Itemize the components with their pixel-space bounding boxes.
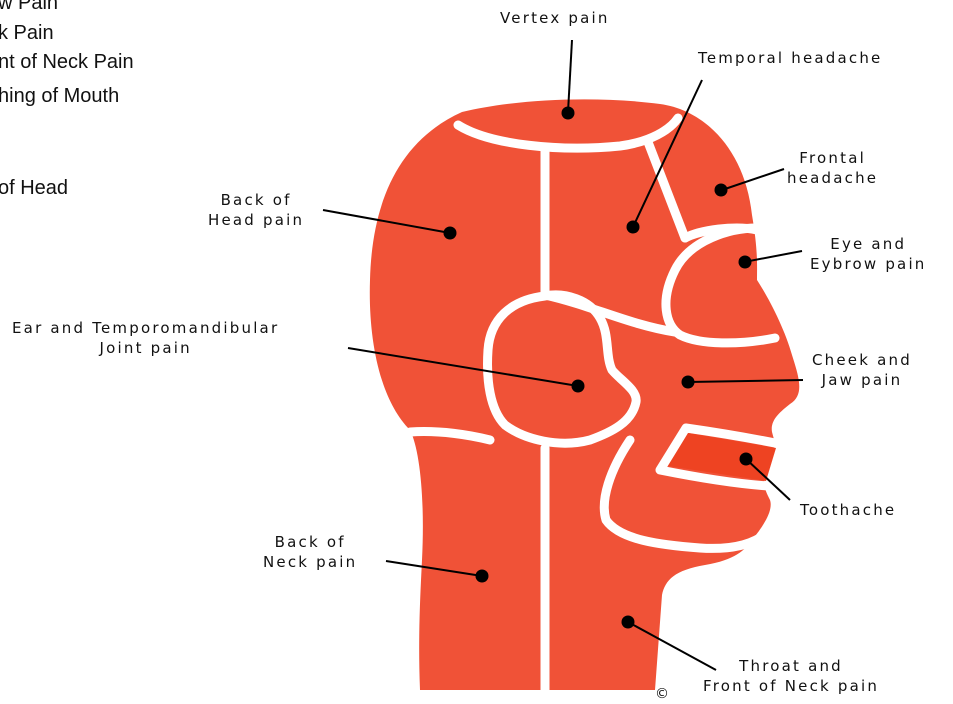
marker-tooth	[740, 453, 753, 466]
label-frontal-headache: Frontal headache	[787, 148, 878, 188]
marker-throat	[622, 616, 635, 629]
label-throat-line1: Throat and	[703, 656, 879, 676]
label-cheek-line1: Cheek and	[812, 350, 912, 370]
label-vertex-pain: Vertex pain	[500, 8, 610, 28]
label-temporal-headache: Temporal headache	[698, 48, 882, 68]
label-ear-line1: Ear and Temporomandibular	[12, 318, 279, 338]
label-tooth-line: Toothache	[800, 500, 896, 520]
label-vertex-line: Vertex pain	[500, 8, 610, 28]
label-back-head-line2: Head pain	[208, 210, 304, 230]
label-cheek-line2: Jaw pain	[812, 370, 912, 390]
marker-back-head	[444, 227, 457, 240]
label-back-head-line1: Back of	[208, 190, 304, 210]
head-regions	[370, 99, 799, 690]
copyright-symbol: ©	[655, 686, 669, 702]
marker-ear	[572, 380, 585, 393]
marker-cheek	[682, 376, 695, 389]
marker-eye	[739, 256, 752, 269]
label-back-of-neck: Back of Neck pain	[263, 532, 357, 572]
head-silhouette	[370, 99, 799, 690]
marker-frontal	[715, 184, 728, 197]
label-temporal-line: Temporal headache	[698, 48, 882, 68]
marker-temporal	[627, 221, 640, 234]
marker-vertex	[562, 107, 575, 120]
label-frontal-line2: headache	[787, 168, 878, 188]
label-eye-line1: Eye and	[810, 234, 927, 254]
label-toothache: Toothache	[800, 500, 896, 520]
label-back-of-head: Back of Head pain	[208, 190, 304, 230]
label-eye-line2: Eybrow pain	[810, 254, 927, 274]
label-cheek-jaw: Cheek and Jaw pain	[812, 350, 912, 390]
marker-back-neck	[476, 570, 489, 583]
label-eye-eyebrow: Eye and Eybrow pain	[810, 234, 927, 274]
label-throat-front-neck: Throat and Front of Neck pain	[703, 656, 879, 696]
label-ear-tmj: Ear and Temporomandibular Joint pain	[12, 318, 279, 358]
label-ear-line2: Joint pain	[12, 338, 279, 358]
label-frontal-line1: Frontal	[787, 148, 878, 168]
label-throat-line2: Front of Neck pain	[703, 676, 879, 696]
label-back-neck-line2: Neck pain	[263, 552, 357, 572]
label-back-neck-line1: Back of	[263, 532, 357, 552]
